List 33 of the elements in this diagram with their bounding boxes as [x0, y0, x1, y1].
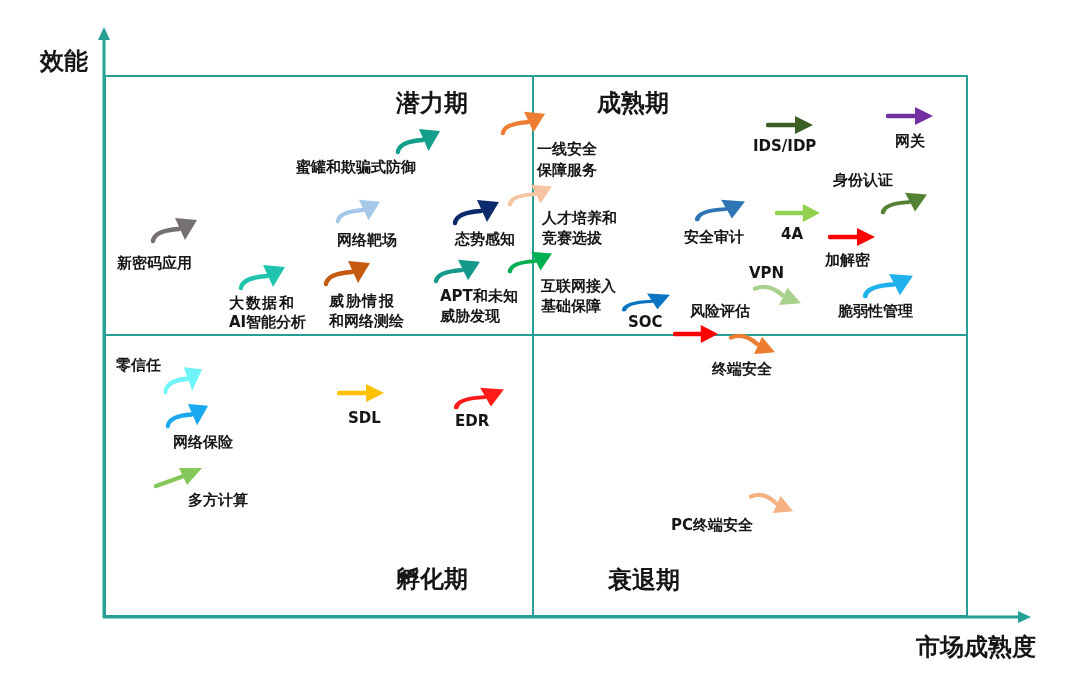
technology-label: 身份认证	[833, 170, 893, 190]
technology-label: 大数据和AI智能分析	[229, 294, 308, 332]
quadrant-title: 潜力期	[396, 89, 468, 117]
technology-label: 网络保险	[173, 432, 233, 452]
technology-label: 新密码应用	[117, 253, 192, 273]
technology-label: 风险评估	[690, 301, 750, 321]
technology-label: APT和未知威胁发现	[440, 286, 519, 326]
technology-label: VPN	[749, 264, 785, 282]
technology-label: 脆弱性管理	[838, 301, 913, 321]
technology-label: 威胁情报和网络测绘	[329, 291, 405, 331]
technology-label: SDL	[348, 408, 381, 428]
technology-label: PC终端安全	[671, 515, 753, 535]
technology-label: 零信任	[116, 355, 161, 375]
quadrant-title: 衰退期	[608, 566, 680, 594]
technology-label: 网络靶场	[337, 230, 397, 250]
technology-label: 终端安全	[712, 359, 772, 379]
technology-label: 加解密	[825, 250, 870, 270]
technology-label: 安全审计	[684, 227, 744, 247]
axis-title: 市场成熟度	[916, 633, 1036, 661]
axis-title: 效能	[40, 47, 88, 75]
technology-label: 人才培养和竞赛选拔	[542, 208, 618, 248]
technology-label: IDS/IDP	[753, 136, 817, 156]
quadrant-title: 成熟期	[597, 89, 669, 117]
technology-label: 蜜罐和欺骗式防御	[296, 157, 416, 177]
technology-label: SOC	[628, 313, 663, 331]
technology-label: 一线安全保障服务	[537, 139, 598, 181]
technology-label: EDR	[455, 411, 490, 431]
technology-label: 态势感知	[455, 229, 515, 249]
technology-label: 互联网接入基础保障	[541, 276, 617, 316]
technology-label: 4A	[781, 224, 804, 244]
technology-label: 多方计算	[188, 490, 248, 510]
quadrant-title: 孵化期	[396, 565, 468, 593]
technology-label: 网关	[895, 131, 925, 151]
